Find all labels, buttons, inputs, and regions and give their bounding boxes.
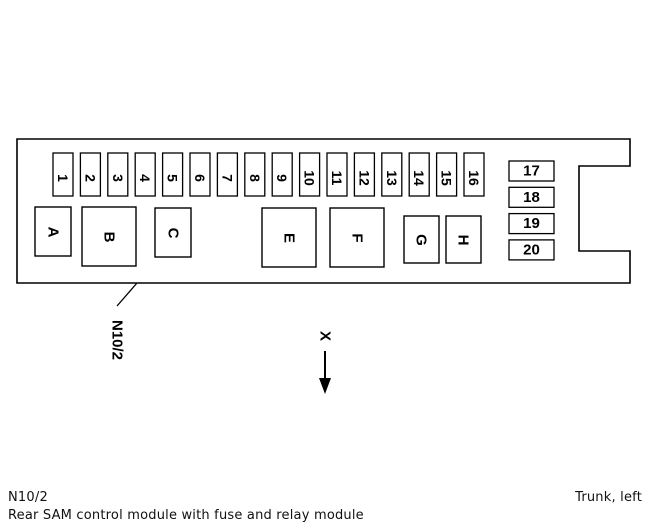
fuse-19: 19	[508, 212, 555, 235]
fuse-6: 6	[189, 152, 211, 197]
fuse-11: 11	[326, 152, 348, 197]
side-fuse-column: 17 18 19 20	[508, 160, 555, 261]
fuse-label: 3	[110, 174, 126, 182]
relay-c-label: C	[165, 228, 182, 239]
fuse-label: 16	[466, 170, 482, 186]
relay-f-label: F	[349, 233, 366, 242]
relay-h-label: H	[455, 235, 472, 246]
footer-code: N10/2	[8, 490, 48, 505]
fuse-3: 3	[107, 152, 129, 197]
fuse-label: 19	[523, 215, 540, 232]
fuse-14: 14	[408, 152, 430, 197]
relay-g-label: G	[413, 234, 430, 246]
fuse-label: 15	[439, 170, 455, 186]
relay-h: H	[445, 215, 482, 264]
fuse-9: 9	[271, 152, 293, 197]
fuse-15: 15	[435, 152, 458, 197]
direction-label: X	[317, 331, 334, 341]
relay-e-label: E	[281, 233, 298, 243]
relay-b-label: B	[101, 232, 118, 243]
fuse-12: 12	[353, 152, 376, 197]
fuse-label: 10	[302, 170, 318, 186]
fuse-8: 8	[244, 152, 266, 197]
fuse-label: 6	[192, 174, 208, 182]
fuse-18: 18	[508, 186, 555, 208]
fuse-label: 18	[523, 189, 540, 206]
fuse-label: 13	[384, 170, 400, 186]
fuse-5: 5	[161, 152, 184, 197]
footer-description: Rear SAM control module with fuse and re…	[8, 508, 364, 523]
fuse-label: 4	[137, 174, 153, 182]
fuse-label: 20	[523, 241, 540, 258]
component-label: N10/2	[109, 320, 126, 360]
fuse-label: 7	[219, 174, 235, 182]
fuse-4: 4	[134, 152, 156, 197]
fuse-10: 10	[298, 152, 321, 197]
fuse-16: 16	[463, 152, 485, 197]
relay-a: A	[34, 206, 72, 257]
relay-g: G	[403, 215, 440, 264]
fuse-13: 13	[381, 152, 403, 197]
leader-line	[116, 282, 138, 307]
fuse-7: 7	[216, 152, 239, 197]
relay-a-label: A	[45, 227, 62, 238]
relay-e: E	[261, 207, 317, 268]
fuse-label: 14	[411, 170, 427, 186]
fuse-label: 2	[82, 174, 98, 182]
fuse-label: 12	[356, 170, 372, 186]
fuse-label: 17	[523, 163, 540, 180]
fuse-label: 9	[274, 174, 290, 182]
fuse-20: 20	[508, 239, 555, 261]
fuse-label: 5	[165, 174, 181, 182]
module-outline	[16, 138, 631, 284]
fuse-1: 1	[52, 152, 74, 197]
fuse-2: 2	[79, 152, 102, 197]
relay-b: B	[81, 206, 137, 267]
fuse-17: 17	[508, 160, 555, 182]
footer-location: Trunk, left	[575, 490, 642, 505]
direction-arrow-icon	[319, 378, 331, 394]
fuse-label: 11	[329, 171, 345, 186]
fuse-label: 1	[55, 174, 71, 182]
fuse-label: 8	[247, 174, 263, 182]
relay-c: C	[154, 207, 192, 258]
relay-f: F	[329, 207, 385, 268]
